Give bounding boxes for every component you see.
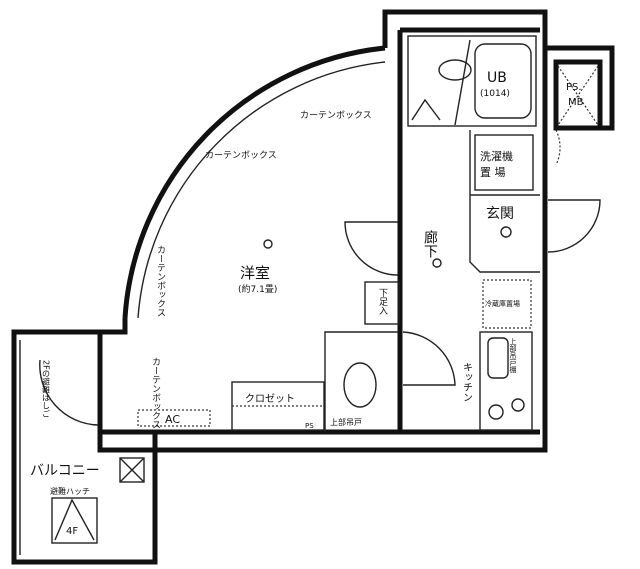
main-wall-inner (97, 27, 540, 435)
shoe-box (364, 281, 400, 325)
laundry-area (474, 134, 534, 191)
curtain-box-label: カーテンボックス (205, 150, 277, 161)
stove-burner (511, 398, 525, 412)
sink-triangle (411, 98, 441, 121)
laundry-label-1: 洗濯機 (480, 149, 513, 163)
western-room-label: 洋室 (240, 264, 270, 282)
curtain-box-label: カーテンボックス (300, 110, 372, 121)
hallway-light (432, 258, 442, 268)
bath-partition (454, 39, 471, 126)
hatch-triangle (54, 498, 95, 541)
ceiling-light (263, 239, 273, 249)
entrance-label: 玄関 (486, 205, 514, 222)
curved-wall (122, 45, 386, 319)
outer-wall (11, 9, 615, 565)
bath-size: (1014) (480, 89, 510, 99)
escape-hatch (51, 497, 98, 544)
western-room-size: (約7.1畳) (238, 283, 277, 295)
ac-label: AC (165, 413, 180, 426)
ps-mb-cross (557, 65, 599, 126)
shoe-box-label: 下足入 (377, 288, 388, 315)
kitchen-label: キッチン (461, 362, 472, 402)
toilet-room (324, 331, 398, 432)
ps-label: PS. (566, 82, 582, 93)
curved-wall-inner (137, 61, 386, 319)
fridge-label: 冷蔵庫置場 (485, 299, 520, 308)
fridge-space (482, 279, 532, 329)
toilet-door (402, 331, 456, 386)
escape-ladder-label: 2Fの避難はしご (42, 360, 51, 418)
upper-cabinet-kitchen-label: 上部吊戸棚 (509, 337, 517, 374)
kitchen-sink (487, 337, 509, 379)
toilet (343, 362, 377, 408)
floor-label: 4F (66, 526, 78, 537)
ac-unit (137, 409, 211, 427)
toilet-bath (438, 59, 472, 81)
upper-cabinet-label: 上部吊戸 (330, 417, 362, 427)
bath-outline (407, 35, 537, 127)
curtain-box-label: カーテンボックス (155, 245, 166, 317)
ps-small-label: PS (305, 422, 314, 430)
mb-label: MB (568, 97, 584, 108)
balcony-label: バルコニー (30, 463, 100, 479)
entrance-door (547, 199, 601, 253)
bath-label: UB (487, 70, 507, 86)
balcony-box (119, 457, 145, 483)
curtain-box-label: カーテンボックス (150, 357, 161, 429)
stove-burner (488, 404, 504, 420)
hallway-label: 廊下 (422, 229, 438, 258)
ps-door (555, 129, 561, 166)
laundry-label-2: 置 場 (480, 166, 506, 179)
entrance-room (469, 194, 540, 273)
balcony-box-cross (119, 457, 145, 483)
room-door (344, 221, 399, 276)
closet-label: クロゼット (245, 393, 295, 405)
entrance-light (500, 226, 512, 238)
kitchen-counter (479, 331, 533, 431)
bathtub (474, 43, 532, 119)
ps-mb-box (553, 59, 603, 131)
escape-hatch-label: 避難ハッチ (50, 486, 90, 496)
balcony-door (39, 359, 99, 426)
